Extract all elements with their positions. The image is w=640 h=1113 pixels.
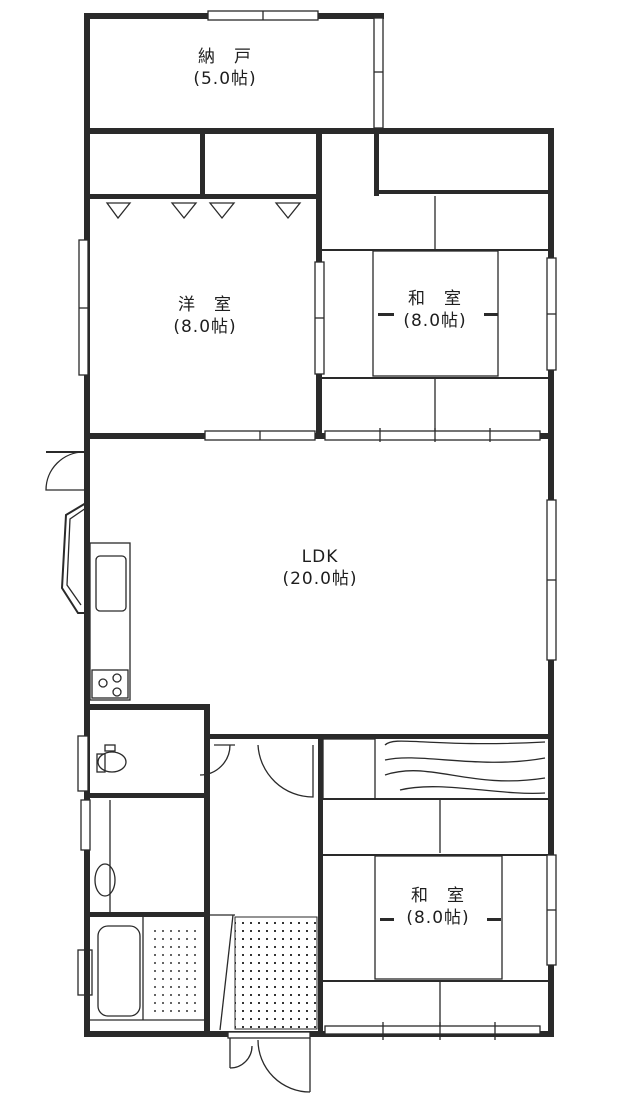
japanese-room-lower-tatami [322, 738, 557, 1040]
room-label-japanese-room-upper: 和 室 (8.0帖) [375, 288, 495, 332]
room-size: (8.0帖) [173, 317, 237, 337]
washroom [80, 799, 116, 912]
kitchen [89, 542, 131, 701]
room-name: 和 室 [411, 886, 465, 906]
room-size: (8.0帖) [406, 908, 470, 928]
hallway-entrance [199, 744, 318, 1093]
ldk-features [45, 451, 557, 661]
japanese-room-upper-tatami [314, 196, 557, 432]
room-label-ldk: LDK (20.0帖) [250, 546, 390, 590]
stove [91, 669, 129, 699]
room-size: (20.0帖) [282, 569, 358, 589]
storage-walls [84, 10, 554, 134]
room-name: 和 室 [408, 289, 462, 309]
toilet [77, 735, 127, 792]
closets [78, 134, 549, 439]
room-label-japanese-room-lower: 和 室 (8.0帖) [378, 885, 498, 929]
room-size: (8.0帖) [403, 311, 467, 331]
room-name: 納 戸 [198, 47, 252, 67]
room-label-western-room: 洋 室 (8.0帖) [140, 294, 270, 338]
bathroom [77, 917, 204, 1021]
wet-area-walls [90, 704, 550, 1034]
room-label-storage: 納 戸 (5.0帖) [160, 46, 290, 90]
room-name: 洋 室 [178, 295, 232, 315]
ldk-top-wall [90, 428, 550, 442]
room-name: LDK [301, 547, 339, 567]
kitchen-sink [95, 555, 127, 612]
room-size: (5.0帖) [193, 69, 257, 89]
